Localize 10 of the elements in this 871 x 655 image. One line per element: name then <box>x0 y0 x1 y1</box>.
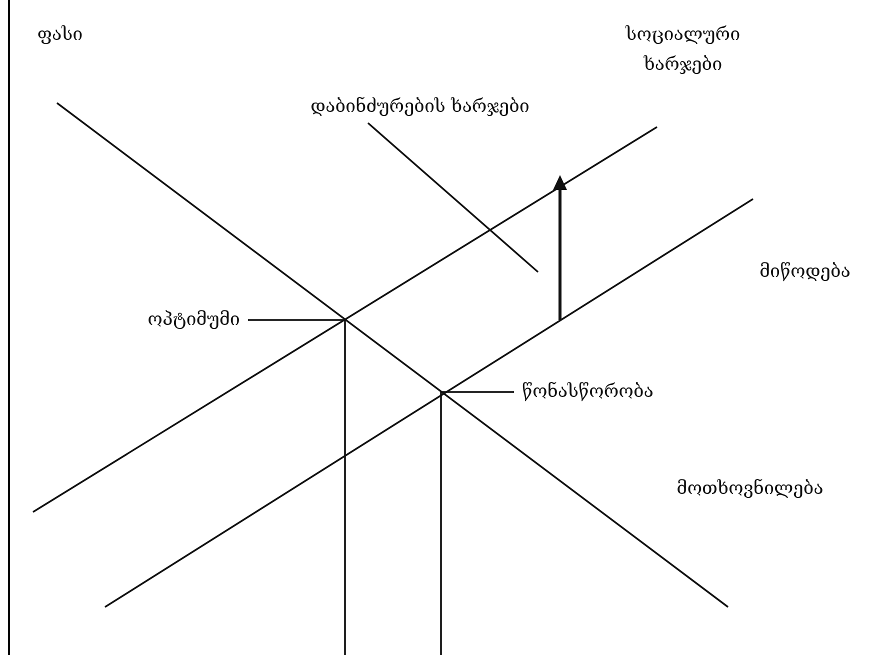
point-label: წონასწორობა <box>522 377 722 407</box>
point-label: დაბინძურების ხარჯები <box>300 92 540 122</box>
leader-line <box>441 391 514 393</box>
axis-label: ფასი <box>36 23 84 47</box>
axis-label: მიწოდება <box>758 260 852 284</box>
leader-line <box>248 319 345 321</box>
point-label: ოპტიმუმი <box>60 305 240 335</box>
axis-label: მოთხოვნილება <box>676 477 824 501</box>
leader-line <box>367 122 539 273</box>
axis-label: სოციალური ხარჯები <box>624 23 742 77</box>
